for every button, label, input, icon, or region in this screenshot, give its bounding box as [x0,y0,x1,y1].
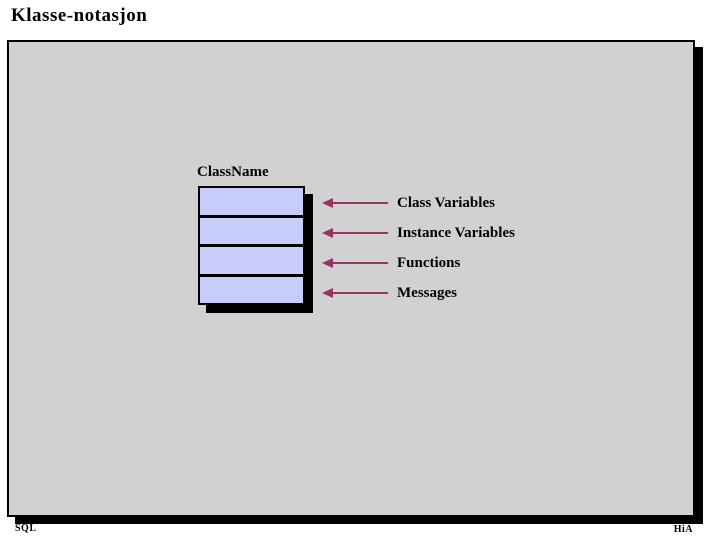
annotation-label: Class Variables [397,194,495,211]
annotation-label: Functions [397,254,461,271]
annotation-instance-variables: Instance Variables [322,225,515,241]
arrowhead-icon [322,228,333,238]
left-arrow-icon [322,287,388,299]
class-box [198,186,305,305]
arrow-shaft [329,292,388,294]
compartment-class-variables [200,188,303,215]
annotation-label: Messages [397,284,457,301]
left-arrow-icon [322,197,388,209]
compartment-instance-variables [200,217,303,244]
footer-right: HiA [673,524,693,535]
left-arrow-icon [322,227,388,239]
arrowhead-icon [322,258,333,268]
arrowhead-icon [322,198,333,208]
compartment-messages [200,276,303,303]
arrow-shaft [329,232,388,234]
footer-left: SQL [15,523,37,534]
annotation-label: Instance Variables [397,224,515,241]
annotation-functions: Functions [322,255,460,271]
annotation-class-variables: Class Variables [322,195,495,211]
class-name-label: ClassName [197,164,269,180]
compartment-functions [200,247,303,274]
content-panel [7,40,695,517]
arrowhead-icon [322,288,333,298]
slide-title: Klasse-notasjon [11,5,148,26]
annotation-messages: Messages [322,285,457,301]
left-arrow-icon [322,257,388,269]
arrow-shaft [329,202,388,204]
arrow-shaft [329,262,388,264]
